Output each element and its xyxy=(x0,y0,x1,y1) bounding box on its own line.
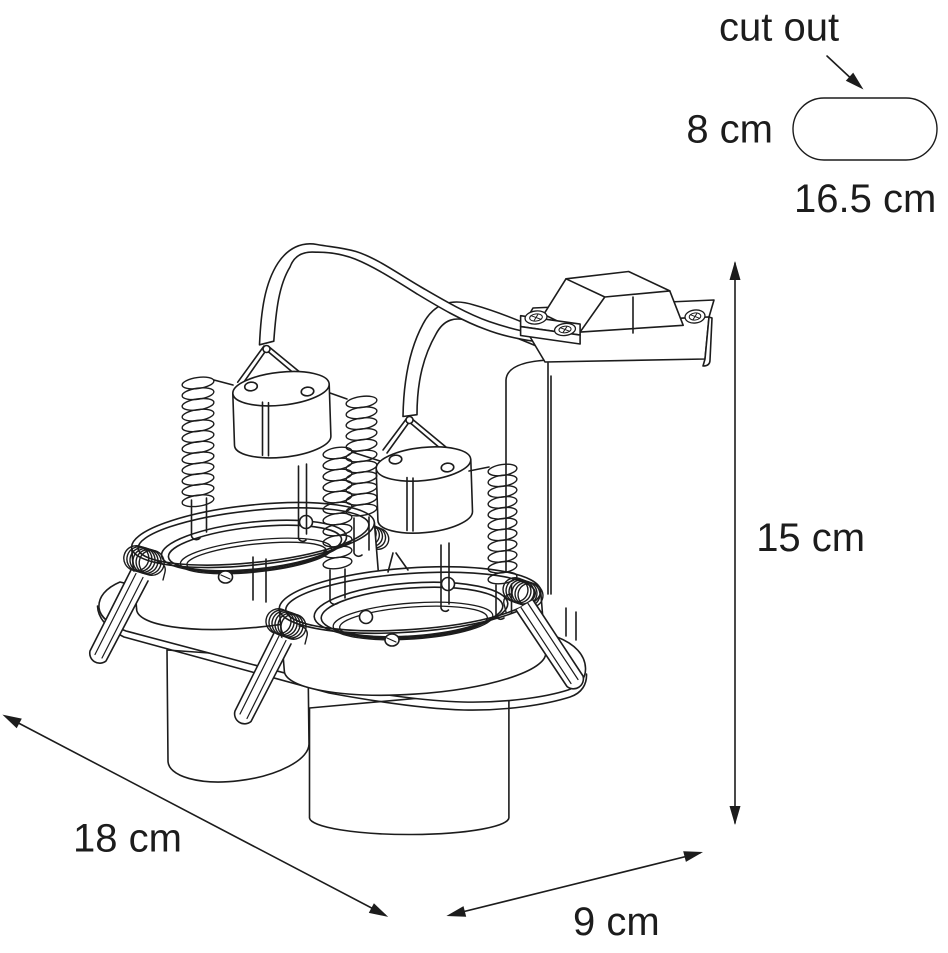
svg-text:8 cm: 8 cm xyxy=(686,108,773,152)
svg-text:16.5 cm: 16.5 cm xyxy=(794,177,936,221)
svg-text:15 cm: 15 cm xyxy=(756,516,865,560)
svg-text:18 cm: 18 cm xyxy=(73,816,182,860)
svg-text:cut out: cut out xyxy=(719,6,839,50)
svg-text:9 cm: 9 cm xyxy=(573,900,660,944)
